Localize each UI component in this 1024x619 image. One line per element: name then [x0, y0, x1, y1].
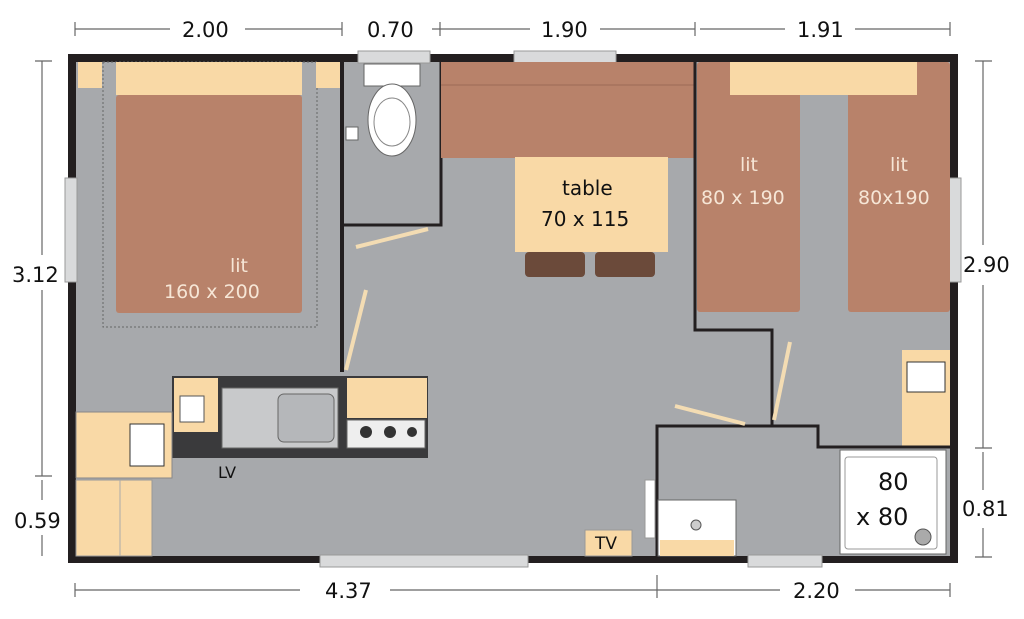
twin-bedroom-walls — [693, 62, 774, 425]
door-bedroom — [344, 289, 368, 371]
dim-top-4: 1.91 — [797, 18, 844, 42]
dim-bottom-2: 2.20 — [793, 579, 840, 603]
bed-twin-left-label: lit — [740, 154, 758, 176]
counter-top-cooker — [347, 378, 427, 418]
mirror — [644, 479, 656, 539]
tv-label: TV — [594, 534, 617, 554]
dim-bottom-1: 4.37 — [325, 579, 372, 603]
toilet-tank — [363, 63, 421, 87]
bedroom-wall — [340, 62, 344, 372]
bed-area-outline — [102, 61, 318, 328]
window-toilet — [357, 50, 431, 64]
washbasin-drain — [690, 519, 702, 531]
tv-unit — [584, 529, 633, 557]
toilet-paper — [345, 126, 359, 141]
burner-icon — [360, 426, 372, 438]
washbasin-shelf — [660, 540, 734, 556]
dim-right-2: 0.81 — [962, 497, 1009, 521]
chair-left — [525, 252, 585, 277]
chair-right — [595, 252, 655, 277]
table-size: 70 x 115 — [541, 207, 629, 231]
door-toilet — [355, 227, 429, 249]
door-twin-bedroom — [772, 341, 792, 421]
bathroom-walls — [655, 424, 950, 556]
dim-top-3: 1.90 — [541, 18, 588, 42]
dim-left-2: 0.59 — [14, 509, 61, 533]
cupboard-left — [75, 479, 153, 557]
table — [515, 157, 668, 252]
shower-tray — [844, 456, 938, 550]
bed-master-size: 160 x 200 — [164, 281, 260, 303]
bed-master-label: lit — [230, 255, 248, 277]
drawer-icon — [129, 423, 165, 467]
door-bathroom — [674, 404, 746, 426]
table-label: table — [562, 176, 613, 200]
headboard-master — [116, 62, 302, 95]
dim-top-2: 0.70 — [367, 18, 414, 42]
small-sink — [179, 395, 205, 423]
dim-right-1: 2.90 — [963, 253, 1010, 277]
bed-twin-left-size: 80 x 190 — [701, 187, 785, 209]
nightstand-right — [316, 62, 340, 88]
nightstand-left — [78, 62, 102, 88]
sink-label: LV — [218, 463, 236, 482]
dim-top-1: 2.00 — [182, 18, 229, 42]
bed-master — [116, 95, 302, 313]
window-living-bottom — [319, 554, 529, 568]
shower-drain — [914, 528, 932, 546]
bench-seat — [441, 62, 695, 158]
window-bedroom-right — [948, 177, 962, 283]
shower-size-line1: 80 — [878, 468, 909, 496]
burner-icon — [384, 426, 396, 438]
burner-icon — [407, 427, 417, 437]
bed-twin-right-label: lit — [890, 154, 908, 176]
dim-left-1: 3.12 — [12, 263, 59, 287]
toilet-seat — [373, 97, 411, 147]
drawer-icon — [906, 361, 946, 393]
window-living-top — [513, 50, 617, 64]
bed-twin-right-size: 80x190 — [858, 187, 930, 209]
bed-twin-right — [848, 62, 950, 312]
toilet-bowl — [367, 83, 417, 157]
window-bedroom-left — [64, 177, 78, 283]
headboard-twin-top — [730, 62, 917, 95]
dimension-lines — [35, 22, 992, 598]
shower-size-line2: x 80 — [856, 503, 908, 531]
bed-twin-left — [697, 62, 800, 312]
sink-basin — [277, 393, 335, 443]
window-bathroom-bottom — [747, 554, 823, 568]
